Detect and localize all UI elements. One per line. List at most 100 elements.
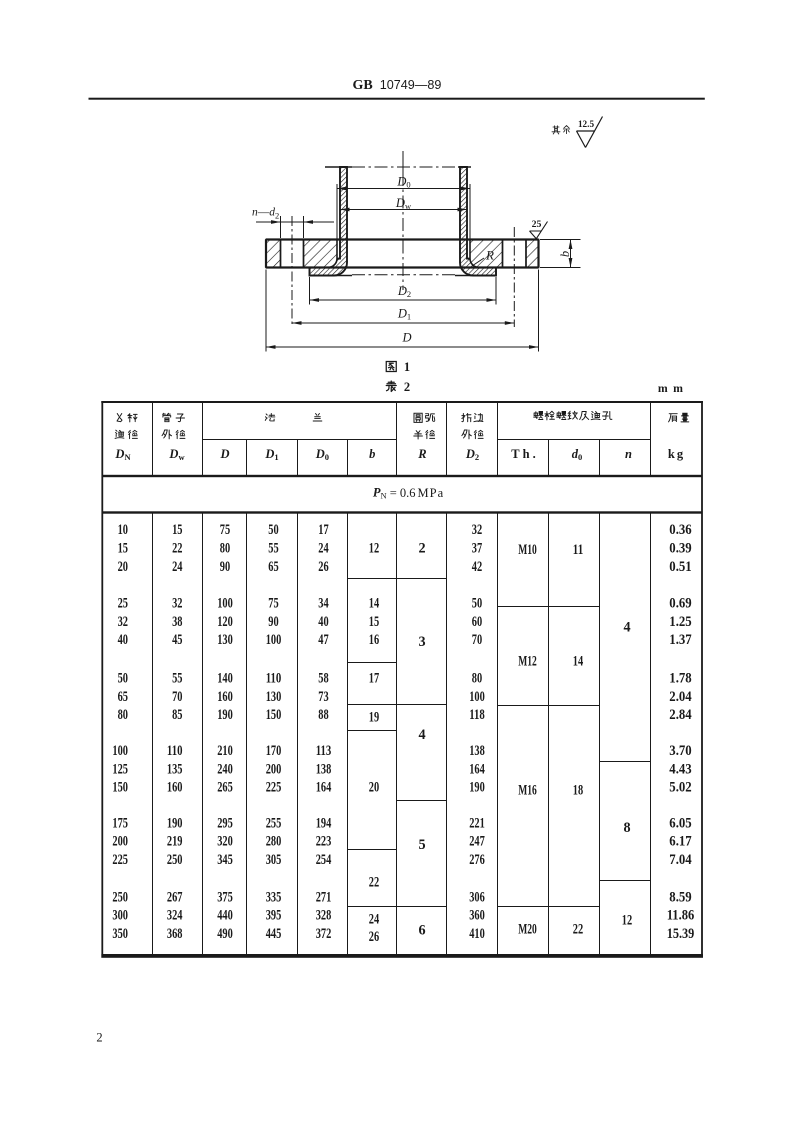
svg-text:250: 250 — [167, 852, 183, 868]
svg-text:20: 20 — [118, 559, 128, 575]
svg-text:250: 250 — [112, 889, 128, 905]
svg-text:24: 24 — [318, 541, 328, 557]
svg-text:90: 90 — [220, 559, 230, 575]
svg-text:M16: M16 — [518, 783, 537, 799]
svg-text:300: 300 — [112, 908, 128, 924]
svg-text:15: 15 — [172, 522, 182, 538]
svg-text:Dw: Dw — [168, 447, 185, 462]
svg-text:150: 150 — [266, 707, 282, 723]
svg-text:324: 324 — [167, 908, 183, 924]
svg-text:37: 37 — [472, 541, 482, 557]
svg-text:55: 55 — [172, 671, 182, 687]
svg-text:11.86: 11.86 — [667, 908, 695, 924]
svg-text:15.39: 15.39 — [667, 926, 695, 942]
svg-text:17: 17 — [369, 671, 379, 687]
svg-text:221: 221 — [469, 815, 485, 831]
svg-text:85: 85 — [172, 707, 182, 723]
svg-text:1.37: 1.37 — [669, 632, 691, 648]
svg-text:90: 90 — [268, 614, 278, 630]
svg-text:50: 50 — [472, 596, 482, 612]
svg-text:200: 200 — [266, 761, 282, 777]
svg-text:194: 194 — [316, 815, 332, 831]
svg-text:320: 320 — [217, 834, 233, 850]
svg-text:26: 26 — [369, 929, 379, 945]
svg-text:15: 15 — [369, 614, 379, 630]
svg-text:11: 11 — [573, 542, 583, 558]
svg-text:1.78: 1.78 — [669, 671, 691, 687]
svg-text:110: 110 — [167, 743, 183, 759]
svg-text:50: 50 — [118, 671, 128, 687]
svg-text:0.39: 0.39 — [669, 541, 691, 557]
svg-text:18: 18 — [573, 783, 583, 799]
svg-text:164: 164 — [316, 780, 332, 796]
svg-text:219: 219 — [167, 834, 183, 850]
svg-text:kg: kg — [668, 447, 685, 461]
svg-text:140: 140 — [217, 671, 233, 687]
svg-text:75: 75 — [220, 522, 230, 538]
svg-text:60: 60 — [472, 614, 482, 630]
svg-text:80: 80 — [220, 541, 230, 557]
svg-text:80: 80 — [118, 707, 128, 723]
svg-text:100: 100 — [266, 632, 282, 648]
svg-text:0.36: 0.36 — [669, 522, 691, 538]
svg-text:n: n — [625, 447, 632, 461]
svg-text:3: 3 — [418, 634, 425, 650]
svg-text:0.69: 0.69 — [669, 596, 691, 612]
svg-text:D0: D0 — [396, 175, 410, 190]
svg-text:190: 190 — [217, 707, 233, 723]
svg-text:200: 200 — [112, 834, 128, 850]
svg-text:240: 240 — [217, 761, 233, 777]
svg-text:490: 490 — [217, 926, 233, 942]
svg-text:254: 254 — [316, 852, 332, 868]
svg-text:38: 38 — [172, 614, 182, 630]
svg-text:210: 210 — [217, 743, 233, 759]
svg-text:265: 265 — [217, 780, 233, 796]
svg-text:22: 22 — [369, 875, 379, 891]
svg-text:DN: DN — [114, 447, 131, 462]
svg-text:306: 306 — [469, 889, 485, 905]
svg-text:150: 150 — [112, 780, 128, 796]
svg-text:5: 5 — [418, 837, 425, 853]
svg-text:58: 58 — [318, 671, 328, 687]
svg-text:2: 2 — [418, 541, 425, 557]
svg-text:135: 135 — [167, 761, 183, 777]
svg-text:65: 65 — [118, 689, 128, 705]
svg-text:8: 8 — [623, 820, 630, 836]
svg-text:5.02: 5.02 — [669, 780, 691, 796]
svg-text:280: 280 — [266, 834, 282, 850]
svg-text:10: 10 — [118, 522, 128, 538]
svg-text:2: 2 — [404, 380, 410, 394]
svg-text:40: 40 — [318, 614, 328, 630]
svg-text:2.84: 2.84 — [669, 707, 691, 723]
svg-text:n—d2: n—d2 — [252, 207, 279, 221]
svg-text:15: 15 — [118, 541, 128, 557]
svg-text:138: 138 — [469, 743, 485, 759]
svg-text:M12: M12 — [518, 654, 537, 670]
svg-text:305: 305 — [266, 852, 282, 868]
svg-text:D: D — [401, 331, 411, 345]
svg-text:14: 14 — [369, 596, 379, 612]
svg-text:R: R — [417, 447, 426, 461]
svg-text:R: R — [485, 247, 494, 262]
svg-text:335: 335 — [266, 889, 282, 905]
svg-text:138: 138 — [316, 761, 332, 777]
svg-text:12.5: 12.5 — [578, 119, 594, 129]
svg-text:88: 88 — [318, 707, 328, 723]
svg-text:12: 12 — [622, 913, 632, 929]
svg-text:175: 175 — [112, 815, 128, 831]
svg-text:b: b — [369, 447, 375, 461]
svg-text:350: 350 — [112, 926, 128, 942]
svg-text:445: 445 — [266, 926, 282, 942]
svg-text:1: 1 — [404, 360, 410, 374]
svg-text:34: 34 — [318, 596, 328, 612]
svg-text:4: 4 — [623, 619, 630, 635]
svg-text:225: 225 — [112, 852, 128, 868]
svg-text:328: 328 — [316, 908, 332, 924]
svg-text:100: 100 — [112, 743, 128, 759]
svg-text:25: 25 — [118, 596, 128, 612]
svg-text:2.04: 2.04 — [669, 689, 691, 705]
svg-text:267: 267 — [167, 889, 183, 905]
svg-text:D1: D1 — [264, 447, 278, 462]
svg-text:223: 223 — [316, 834, 332, 850]
